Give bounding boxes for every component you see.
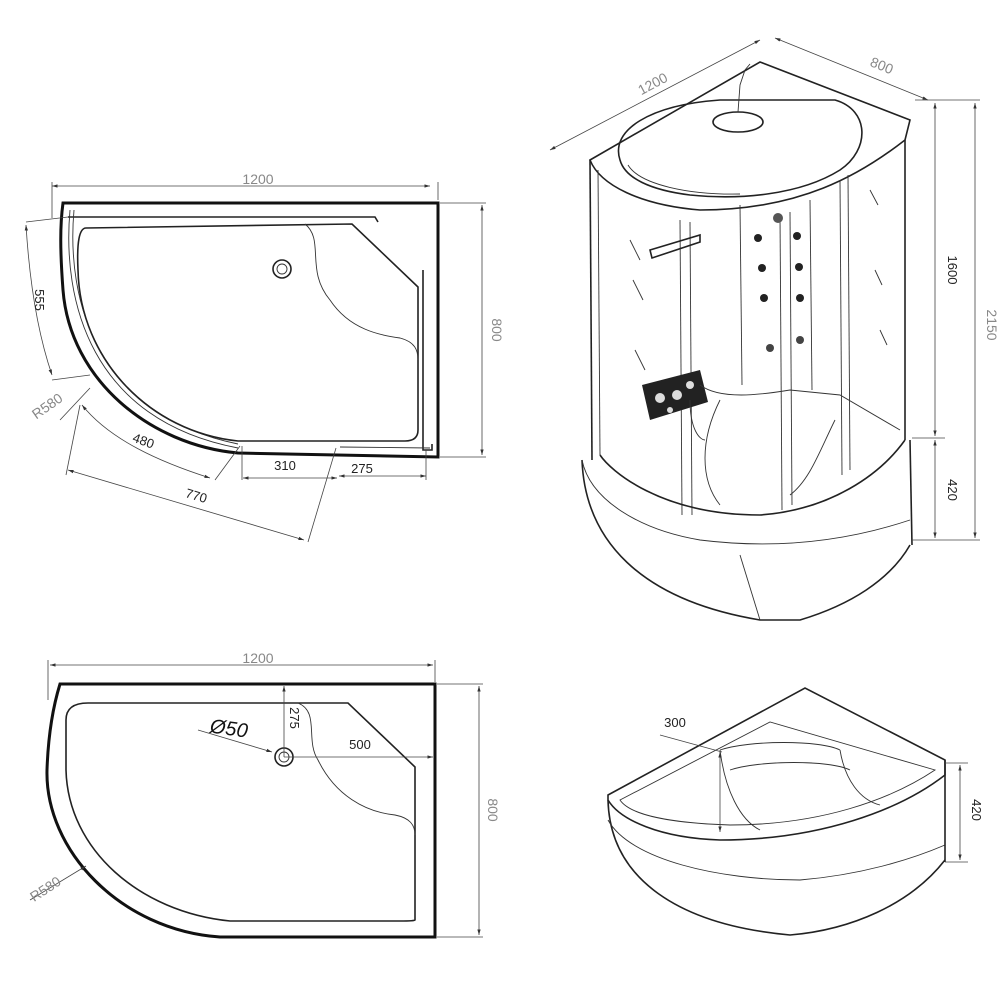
arc-555-label: 555 xyxy=(32,289,47,311)
top-depth-label: 800 xyxy=(489,318,505,342)
shelf xyxy=(649,233,701,260)
top-width-label: 1200 xyxy=(242,171,273,187)
tray-plan-view: Ø50 275 500 1200 800 R580 xyxy=(27,650,501,939)
seat-depth-label: 300 xyxy=(664,715,686,730)
tray-3d-height-label: 420 xyxy=(969,799,984,821)
total-height-label: 2150 xyxy=(984,309,1000,340)
control-panel xyxy=(642,370,708,420)
drain-offset-x-label: 500 xyxy=(349,737,371,752)
drain-diameter-label: Ø50 xyxy=(208,715,249,742)
rain-shower-icon xyxy=(712,111,764,133)
door-310-label: 310 xyxy=(274,458,296,473)
bottom-depth-label: 800 xyxy=(485,798,501,822)
cabin-3d-view: 1200 800 1600 420 2150 xyxy=(549,37,1000,621)
top-radius-label: R580 xyxy=(29,390,66,422)
cabin-depth-label: 800 xyxy=(868,54,896,78)
cabin-width-label: 1200 xyxy=(635,69,670,98)
drain-icon xyxy=(272,259,292,279)
panel-275-label: 275 xyxy=(351,461,373,476)
bottom-radius-label: R580 xyxy=(27,873,64,905)
chord-770-label: 770 xyxy=(184,485,209,506)
arc-480-label: 480 xyxy=(131,430,157,452)
bottom-width-label: 1200 xyxy=(242,650,273,666)
cabin-height-label: 1600 xyxy=(945,256,960,285)
tray-3d-view: 300 420 xyxy=(607,687,984,936)
drain-offset-y-label: 275 xyxy=(287,707,302,729)
massage-jets xyxy=(754,213,804,352)
cabin-plan-view: 1200 800 555 R580 480 770 310 275 xyxy=(24,171,505,543)
tray-height-label: 420 xyxy=(945,479,960,501)
